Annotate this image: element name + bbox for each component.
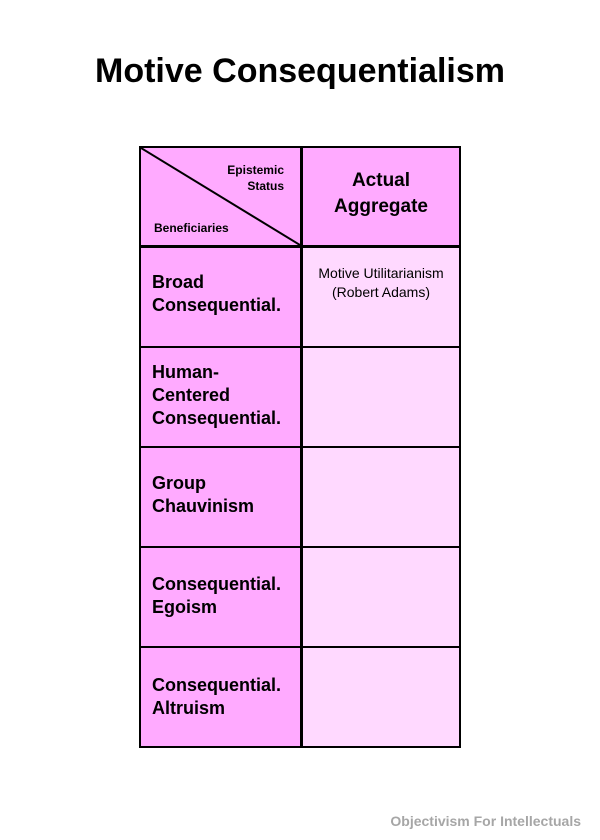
column-header-actual-aggregate: Actual Aggregate: [303, 148, 459, 245]
header-divider: [141, 245, 459, 248]
row-header-group-chauvinism: Group Chauvinism: [141, 448, 300, 546]
row-header-consequential-egoism: Consequential. Egoism: [141, 548, 300, 646]
table-cell: [303, 648, 459, 746]
table-cell: [303, 348, 459, 446]
row-header-human-centered: Human- Centered Consequential.: [141, 348, 300, 446]
row-divider: [141, 446, 459, 448]
table-cell: [303, 548, 459, 646]
row-divider: [141, 346, 459, 348]
beneficiaries-label: Beneficiaries: [154, 221, 229, 235]
row-divider: [141, 546, 459, 548]
row-header-broad-consequential: Broad Consequential.: [141, 248, 300, 346]
classification-table: Epistemic Status Beneficiaries Actual Ag…: [139, 146, 461, 748]
epistemic-status-label: Epistemic Status: [227, 163, 284, 193]
diagonal-divider: [141, 148, 300, 245]
page-title: Motive Consequentialism: [95, 52, 505, 90]
row-header-consequential-altruism: Consequential. Altruism: [141, 648, 300, 746]
table-cell: [303, 448, 459, 546]
table-cell: Motive Utilitarianism (Robert Adams): [303, 248, 459, 346]
row-divider: [141, 646, 459, 648]
corner-cell: Epistemic Status Beneficiaries: [141, 148, 300, 245]
footer-credit: Objectivism For Intellectuals: [390, 813, 581, 829]
